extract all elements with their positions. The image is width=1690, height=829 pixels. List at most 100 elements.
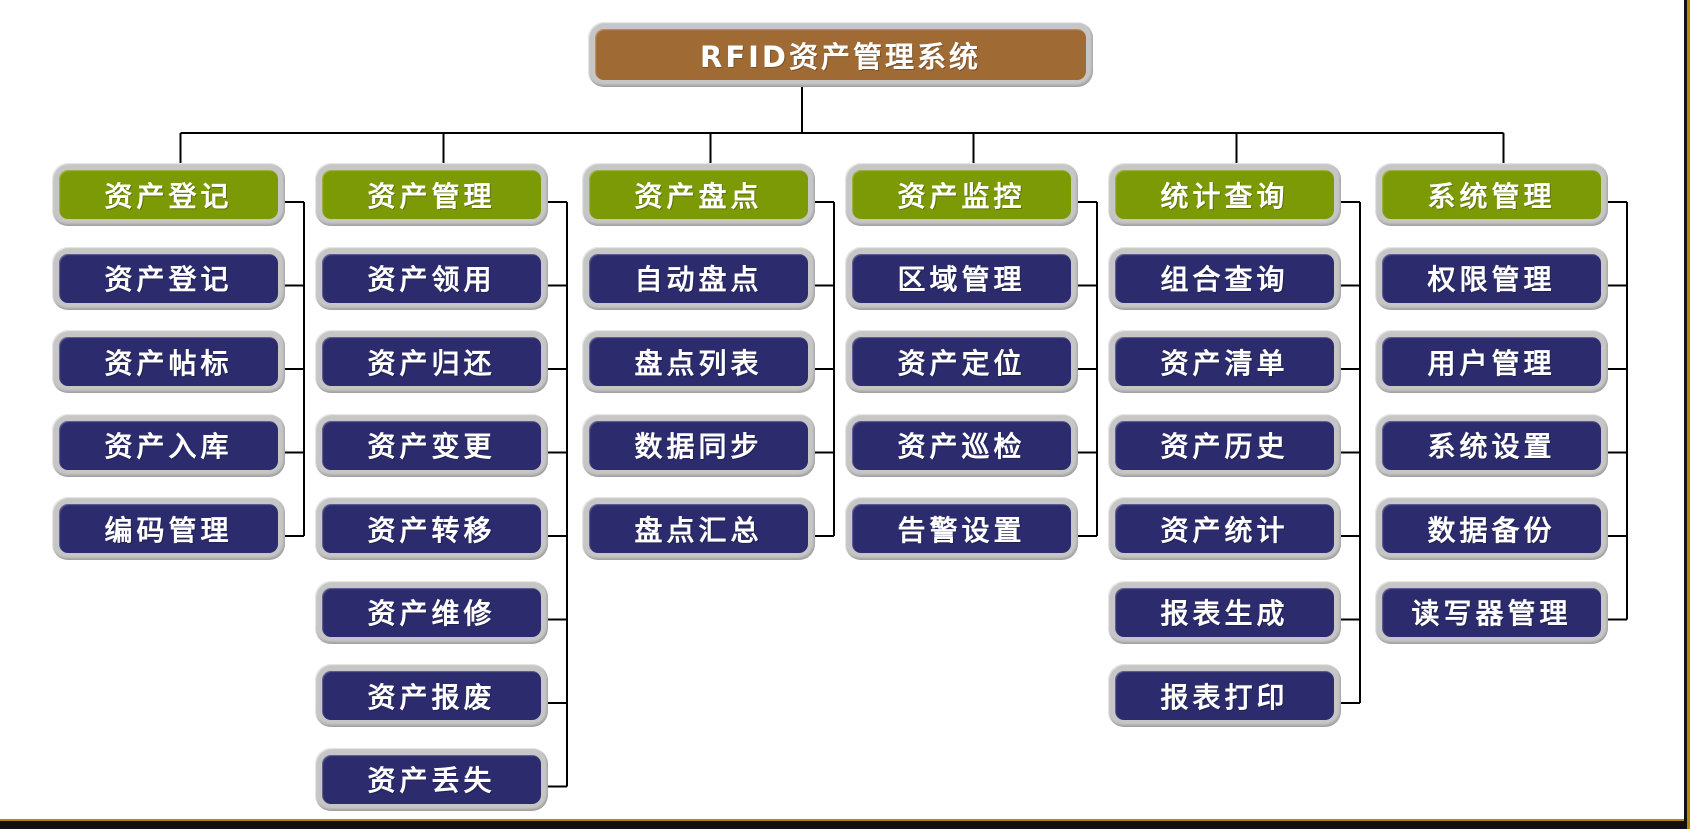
child-node-col6-1-label: 权限管理 — [1427, 263, 1556, 296]
root-node-fill: RFID资产管理系统 — [595, 29, 1086, 80]
header-node-col6-label: 系统管理 — [1427, 179, 1556, 213]
child-node-col6-3-fill: 系统设置 — [1382, 420, 1601, 470]
child-node-col4-1: 区域管理 — [845, 246, 1078, 310]
child-node-col3-3-label: 数据同步 — [634, 430, 763, 463]
child-node-col4-4-label: 告警设置 — [897, 513, 1026, 547]
child-node-col6-5: 读写器管理 — [1375, 580, 1608, 644]
child-node-col5-5-fill: 报表生成 — [1115, 587, 1334, 637]
child-node-col1-4-label: 编码管理 — [104, 513, 233, 547]
child-node-col5-4-fill: 资产统计 — [1115, 504, 1334, 553]
child-node-col5-2: 资产清单 — [1108, 330, 1341, 393]
frame-bottom-black — [0, 821, 1690, 829]
child-node-col5-5: 报表生成 — [1108, 580, 1341, 644]
header-node-col3-fill: 资产盘点 — [589, 170, 808, 219]
child-node-col5-4: 资产统计 — [1108, 497, 1341, 560]
child-node-col2-4-label: 资产转移 — [367, 513, 496, 547]
child-node-col6-2-fill: 用户管理 — [1382, 337, 1601, 386]
child-node-col2-1: 资产领用 — [315, 246, 548, 310]
child-node-col1-2-fill: 资产帖标 — [59, 337, 278, 386]
header-node-col6: 系统管理 — [1375, 163, 1608, 226]
child-node-col1-3: 资产入库 — [52, 413, 285, 477]
header-node-col5: 统计查询 — [1108, 163, 1341, 226]
child-node-col2-6-label: 资产报废 — [367, 680, 496, 714]
child-node-col3-2: 盘点列表 — [582, 330, 815, 393]
child-node-col4-2: 资产定位 — [845, 330, 1078, 393]
child-node-col6-3-label: 系统设置 — [1427, 430, 1556, 463]
child-node-col6-2: 用户管理 — [1375, 330, 1608, 393]
child-node-col2-5-fill: 资产维修 — [322, 587, 541, 637]
child-node-col4-3: 资产巡检 — [845, 413, 1078, 477]
child-node-col5-5-label: 报表生成 — [1160, 597, 1289, 630]
child-node-col6-5-label: 读写器管理 — [1411, 597, 1572, 630]
child-node-col4-2-fill: 资产定位 — [852, 337, 1071, 386]
child-node-col5-3-fill: 资产历史 — [1115, 420, 1334, 470]
root-node: RFID资产管理系统 — [588, 22, 1093, 87]
child-node-col2-7-fill: 资产丢失 — [322, 754, 541, 804]
child-node-col6-1: 权限管理 — [1375, 246, 1608, 310]
header-node-col6-fill: 系统管理 — [1382, 170, 1601, 219]
header-node-col4-fill: 资产监控 — [852, 170, 1071, 219]
child-node-col3-1: 自动盘点 — [582, 246, 815, 310]
child-node-col2-2-fill: 资产归还 — [322, 337, 541, 386]
child-node-col6-4-fill: 数据备份 — [1382, 504, 1601, 553]
header-node-col2: 资产管理 — [315, 163, 548, 226]
child-node-col4-3-fill: 资产巡检 — [852, 420, 1071, 470]
child-node-col3-4-label: 盘点汇总 — [634, 513, 763, 547]
child-node-col1-1: 资产登记 — [52, 246, 285, 310]
header-node-col2-label: 资产管理 — [367, 179, 496, 213]
header-node-col3-label: 资产盘点 — [634, 179, 763, 213]
child-node-col5-6-fill: 报表打印 — [1115, 671, 1334, 720]
header-node-col4-label: 资产监控 — [897, 179, 1026, 213]
child-node-col3-4-fill: 盘点汇总 — [589, 504, 808, 553]
child-node-col6-4-label: 数据备份 — [1427, 513, 1556, 547]
child-node-col2-6-fill: 资产报废 — [322, 671, 541, 720]
child-node-col1-1-fill: 资产登记 — [59, 253, 278, 303]
child-node-col5-1: 组合查询 — [1108, 246, 1341, 310]
child-node-col2-4: 资产转移 — [315, 497, 548, 560]
child-node-col4-4-fill: 告警设置 — [852, 504, 1071, 553]
child-node-col2-5: 资产维修 — [315, 580, 548, 644]
header-node-col5-label: 统计查询 — [1160, 179, 1289, 213]
child-node-col2-1-label: 资产领用 — [367, 263, 496, 296]
child-node-col2-7: 资产丢失 — [315, 747, 548, 811]
header-node-col5-fill: 统计查询 — [1115, 170, 1334, 219]
child-node-col1-3-label: 资产入库 — [104, 430, 233, 463]
child-node-col5-1-fill: 组合查询 — [1115, 253, 1334, 303]
header-node-col3: 资产盘点 — [582, 163, 815, 226]
child-node-col3-1-fill: 自动盘点 — [589, 253, 808, 303]
child-node-col4-1-fill: 区域管理 — [852, 253, 1071, 303]
child-node-col3-3-fill: 数据同步 — [589, 420, 808, 470]
frame-right-gold — [1687, 0, 1690, 829]
child-node-col6-1-fill: 权限管理 — [1382, 253, 1601, 303]
child-node-col5-1-label: 组合查询 — [1160, 263, 1289, 296]
header-node-col1-fill: 资产登记 — [59, 170, 278, 219]
child-node-col1-2-label: 资产帖标 — [104, 346, 233, 380]
child-node-col3-4: 盘点汇总 — [582, 497, 815, 560]
child-node-col5-2-label: 资产清单 — [1160, 346, 1289, 380]
child-node-col2-2: 资产归还 — [315, 330, 548, 393]
child-node-col2-3-label: 资产变更 — [367, 430, 496, 463]
child-node-col2-2-label: 资产归还 — [367, 346, 496, 380]
child-node-col3-3: 数据同步 — [582, 413, 815, 477]
child-node-col5-4-label: 资产统计 — [1160, 513, 1289, 547]
child-node-col2-5-label: 资产维修 — [367, 597, 496, 630]
child-node-col1-4-fill: 编码管理 — [59, 504, 278, 553]
child-node-col1-4: 编码管理 — [52, 497, 285, 560]
child-node-col6-5-fill: 读写器管理 — [1382, 587, 1601, 637]
child-node-col4-4: 告警设置 — [845, 497, 1078, 560]
child-node-col5-3-label: 资产历史 — [1160, 430, 1289, 463]
child-node-col2-4-fill: 资产转移 — [322, 504, 541, 553]
root-node-label: RFID资产管理系统 — [699, 39, 981, 74]
child-node-col2-3-fill: 资产变更 — [322, 420, 541, 470]
child-node-col5-3: 资产历史 — [1108, 413, 1341, 477]
child-node-col5-6-label: 报表打印 — [1160, 680, 1289, 714]
header-node-col1: 资产登记 — [52, 163, 285, 226]
frame-right-black — [1684, 0, 1687, 829]
child-node-col2-3: 资产变更 — [315, 413, 548, 477]
child-node-col4-2-label: 资产定位 — [897, 346, 1026, 380]
child-node-col1-3-fill: 资产入库 — [59, 420, 278, 470]
header-node-col2-fill: 资产管理 — [322, 170, 541, 219]
child-node-col1-2: 资产帖标 — [52, 330, 285, 393]
header-node-col1-label: 资产登记 — [104, 179, 233, 213]
